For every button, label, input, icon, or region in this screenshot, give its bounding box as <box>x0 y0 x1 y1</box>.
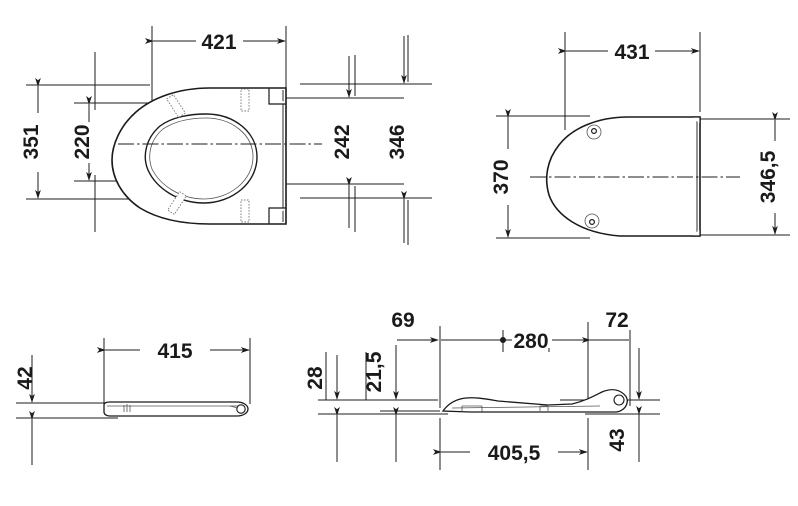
dimension-43: 43 <box>606 348 642 462</box>
buffer-pad-bottom-left <box>167 190 187 216</box>
dimension-220: 220 <box>71 95 94 181</box>
dimension-42-label: 42 <box>14 366 37 389</box>
seat-buffer-pads <box>166 88 250 223</box>
dimension-69-label: 69 <box>391 309 414 332</box>
cover-hinge-pin <box>236 404 246 414</box>
dimension-415: 415 <box>96 340 250 363</box>
dimension-28-label: 28 <box>304 366 327 390</box>
dimension-351: 351 <box>20 77 43 199</box>
dimension-72-label: 72 <box>605 309 628 332</box>
seat-side-profile <box>441 389 628 413</box>
dimension-346-label: 346 <box>386 124 409 159</box>
dimension-42: 42 <box>14 355 37 465</box>
cover-hinge-line <box>229 405 239 409</box>
hinge-cutout-bottom <box>268 207 286 224</box>
hinge-cutout-top <box>268 88 286 105</box>
seat-side-brackets <box>461 405 549 412</box>
dimension-21-5: 21,5 <box>363 345 399 462</box>
dimension-431: 431 <box>557 41 700 64</box>
dimension-21-5-label: 21,5 <box>363 351 386 392</box>
dimension-280-label: 280 <box>513 330 548 353</box>
cover-side-view: 42 415 <box>14 338 251 465</box>
cover-corner-bottom <box>692 229 701 237</box>
cover-top-view: 431 370 346,5 <box>490 32 790 239</box>
cover-side-profile <box>103 401 249 417</box>
dimension-28: 28 <box>304 355 340 462</box>
dimension-43-label: 43 <box>606 428 629 451</box>
dimension-280: 280 <box>441 326 586 353</box>
dimension-421-label: 421 <box>201 31 236 54</box>
dimension-405-5-label: 405,5 <box>488 442 541 465</box>
dimension-370: 370 <box>490 108 513 238</box>
seat-top-view: 421 351 220 242 <box>20 26 432 245</box>
dimension-346-5-label: 346,5 <box>757 150 780 203</box>
dimension-415-label: 415 <box>157 340 192 363</box>
dimension-220-label: 220 <box>71 124 94 159</box>
dimension-370-label: 370 <box>490 159 513 194</box>
cover-side-bracket <box>123 404 131 412</box>
extension-lines-seat-top <box>26 26 432 245</box>
dimension-346-5: 346,5 <box>757 111 780 235</box>
dimension-405-5: 405,5 <box>432 442 588 465</box>
dimension-431-label: 431 <box>614 41 649 64</box>
dimension-72: 72 <box>581 309 629 343</box>
buffer-pad-top-right <box>240 88 250 112</box>
dimension-421: 421 <box>144 31 286 54</box>
buffer-pad-bottom-right <box>240 199 250 223</box>
dimension-242: 242 <box>331 56 354 228</box>
dimension-69: 69 <box>391 309 439 343</box>
cover-buffer-marks <box>584 124 602 229</box>
dimension-346: 346 <box>386 36 409 243</box>
dimension-242-label: 242 <box>331 124 354 159</box>
buffer-pad-top-left <box>166 93 186 119</box>
seat-side-view: 28 21,5 69 280 <box>304 309 660 470</box>
cover-corner-top <box>692 116 701 124</box>
seat-hinge-pin <box>613 394 625 406</box>
dimension-351-label: 351 <box>20 124 43 159</box>
seat-side-inner-line <box>451 405 601 409</box>
